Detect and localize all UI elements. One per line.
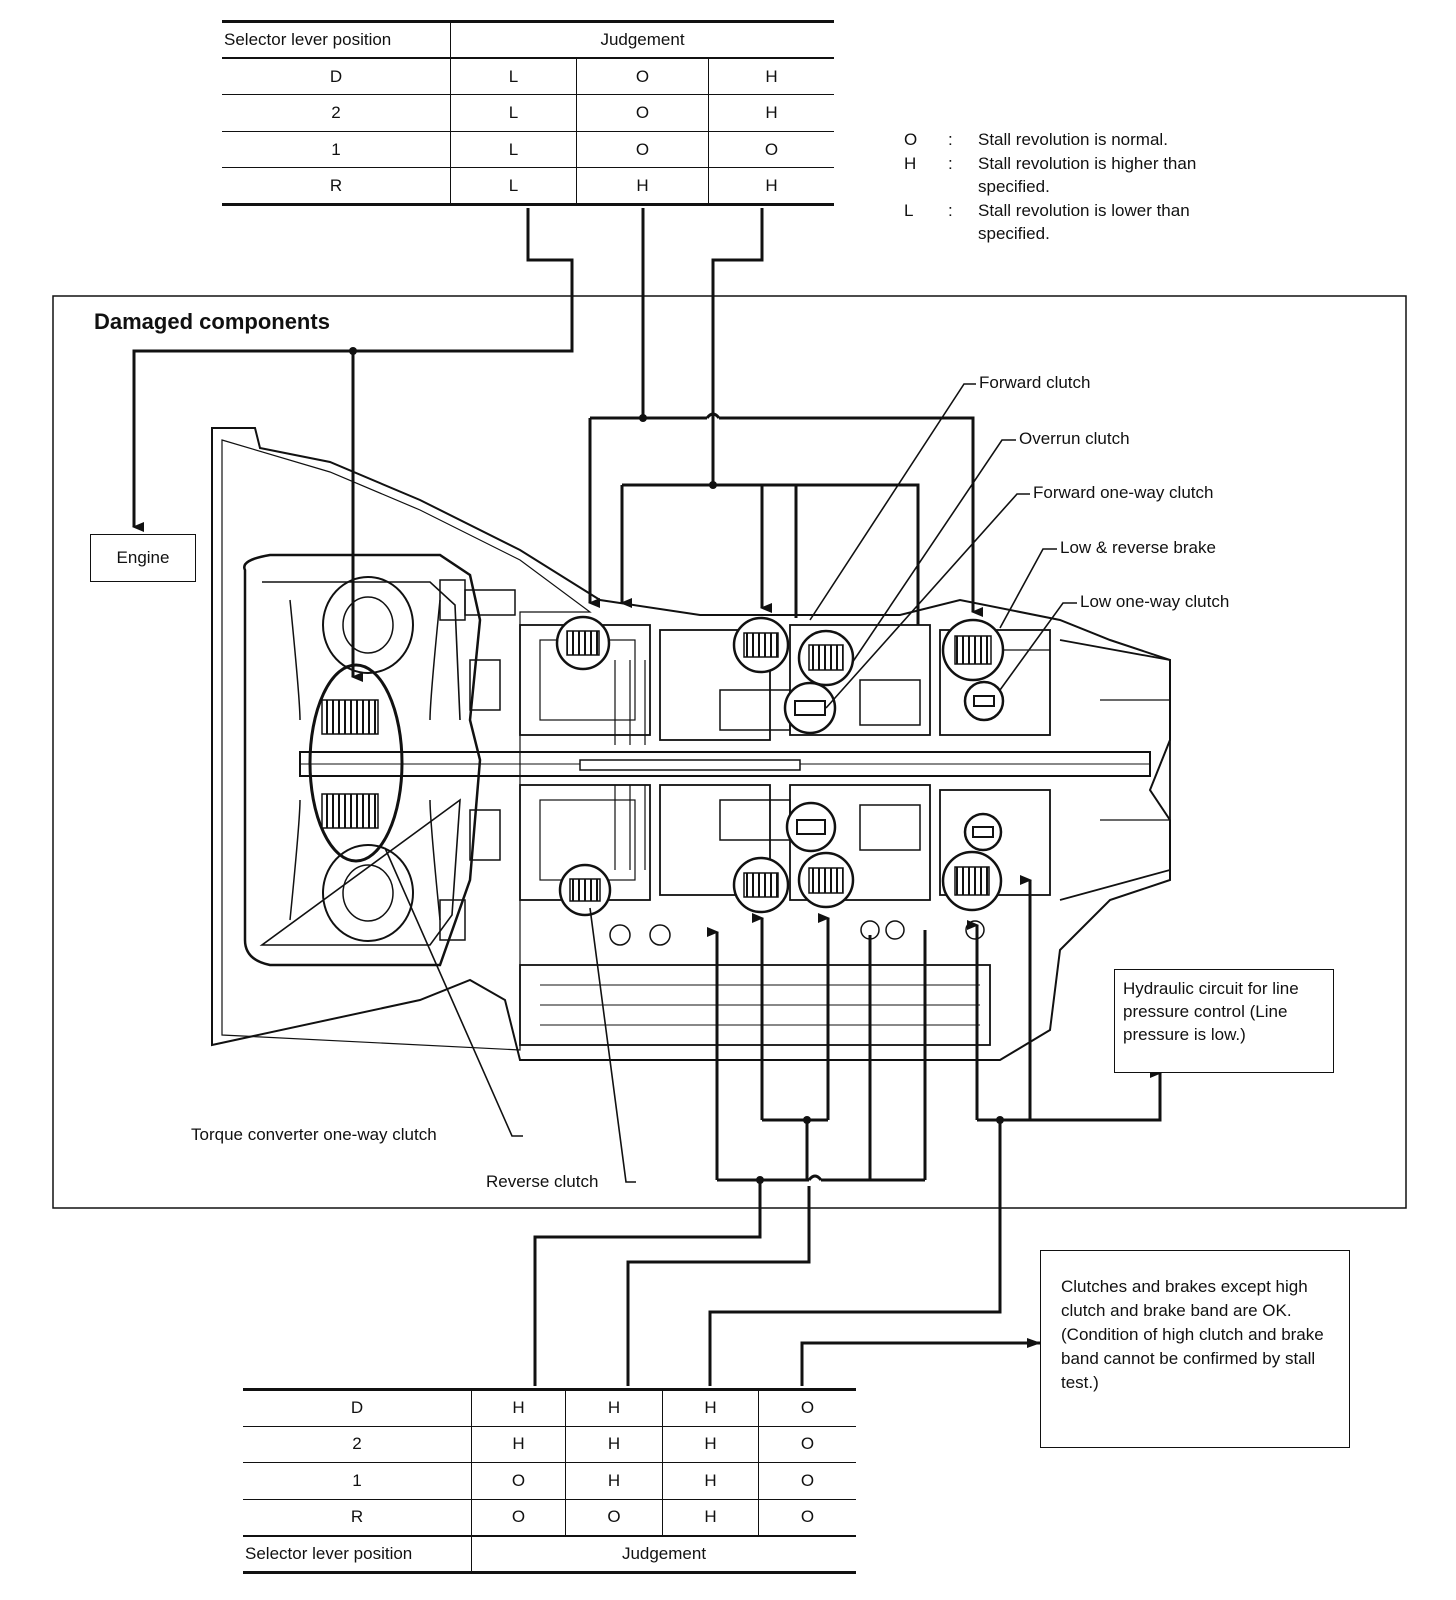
cell: O	[758, 1462, 856, 1500]
forward-clutch-marker-lower	[797, 851, 855, 909]
low-one-way-clutch-marker-lower	[963, 812, 1003, 852]
legend-text: Stall revolution is higher than specifie…	[978, 154, 1197, 196]
high-clutch-marker-lower	[732, 856, 790, 914]
legend-colon: :	[948, 201, 953, 220]
reverse-clutch-marker-lower	[558, 863, 612, 917]
legend-colon: :	[948, 130, 953, 149]
cell: L	[450, 58, 577, 96]
cell: H	[565, 1426, 663, 1464]
row-position: 2	[243, 1426, 472, 1464]
low-reverse-brake-label: Low & reverse brake	[1060, 538, 1216, 557]
legend-symbol: H	[904, 154, 917, 173]
legend-symbol: L	[904, 201, 914, 220]
reverse-clutch-marker-upper	[555, 615, 611, 671]
cell: O	[565, 1499, 663, 1537]
forward-one-way-clutch-marker-lower	[785, 801, 837, 853]
cell: O	[471, 1462, 566, 1500]
legend-colon: :	[948, 154, 953, 173]
judgement-footer: Judgement	[471, 1534, 856, 1574]
row-position: 1	[222, 131, 451, 169]
clutch-markers	[308, 615, 1005, 917]
cell: H	[708, 58, 834, 96]
torque-converter-one-way-clutch-label: Torque converter one-way clutch	[191, 1125, 437, 1144]
cell: H	[662, 1388, 759, 1427]
cell: O	[576, 58, 709, 96]
selector-header: Selector lever position	[222, 20, 451, 60]
damaged-components-title: Damaged components	[94, 309, 330, 334]
cell: H	[471, 1426, 566, 1464]
cell: H	[662, 1462, 759, 1500]
legend-symbol: O	[904, 130, 918, 149]
transmission-cross-section	[211, 427, 1171, 1061]
row-position: R	[243, 1499, 472, 1537]
cell: O	[576, 94, 709, 132]
cell: H	[471, 1388, 566, 1427]
top-connection-lines	[132, 208, 983, 682]
row-position: D	[222, 58, 451, 96]
bottom-judgement-table: D H H H O 2 H H H O 1 O H H O R O O H O …	[243, 1388, 856, 1574]
bottom-connection-lines	[533, 875, 1162, 1386]
forward-one-way-clutch-marker-upper	[783, 681, 837, 735]
note-text: Clutches and brakes except high clutch a…	[1061, 1277, 1324, 1392]
overrun-clutch-label: Overrun clutch	[1019, 429, 1130, 448]
cell: H	[565, 1388, 663, 1427]
row-position: 1	[243, 1462, 472, 1500]
low-reverse-brake-marker-upper	[941, 618, 1005, 682]
legend-item-normal: O : Stall revolution is normal.	[904, 128, 1264, 158]
cell: O	[708, 131, 834, 169]
cell: O	[576, 131, 709, 169]
low-one-way-clutch-marker-upper	[963, 680, 1005, 722]
cell: O	[758, 1388, 856, 1427]
forward-clutch-label: Forward clutch	[979, 373, 1091, 392]
cell: O	[758, 1499, 856, 1537]
hydraulic-circuit-text: Hydraulic circuit for line pressure cont…	[1123, 979, 1299, 1044]
cell: H	[662, 1426, 759, 1464]
legend-item-higher: H : Stall revolution is higher than spec…	[904, 152, 1264, 202]
cell: H	[576, 167, 709, 206]
low-one-way-clutch-label: Low one-way clutch	[1080, 592, 1230, 611]
cell: L	[450, 131, 577, 169]
forward-one-way-clutch-label: Forward one-way clutch	[1033, 483, 1214, 502]
forward-clutch-marker-upper	[797, 629, 855, 687]
row-position: R	[222, 167, 451, 206]
high-clutch-marker-upper	[732, 616, 790, 674]
note-box: Clutches and brakes except high clutch a…	[1040, 1250, 1350, 1448]
torque-converter-one-way-clutch-marker	[308, 663, 404, 863]
engine-box: Engine	[90, 534, 196, 582]
top-judgement-table: Selector lever position Judgement D L O …	[222, 20, 834, 206]
cell: O	[471, 1499, 566, 1537]
cell: H	[708, 167, 834, 206]
cell: L	[450, 94, 577, 132]
reverse-clutch-label: Reverse clutch	[486, 1172, 599, 1191]
cell: H	[708, 94, 834, 132]
cell: O	[758, 1426, 856, 1464]
selector-footer: Selector lever position	[243, 1534, 472, 1574]
engine-label: Engine	[116, 548, 170, 567]
cell: H	[565, 1462, 663, 1500]
low-reverse-brake-marker-lower	[941, 850, 1003, 912]
legend-text: Stall revolution is lower than specified…	[978, 201, 1190, 243]
judgement-header: Judgement	[450, 20, 834, 60]
damaged-components-frame	[52, 295, 1407, 1209]
component-leader-lines	[384, 383, 1077, 1183]
hydraulic-circuit-box: Hydraulic circuit for line pressure cont…	[1114, 969, 1334, 1073]
cell: L	[450, 167, 577, 206]
cell: H	[662, 1499, 759, 1537]
legend-text: Stall revolution is normal.	[978, 130, 1168, 149]
row-position: 2	[222, 94, 451, 132]
row-position: D	[243, 1388, 472, 1427]
legend-item-lower: L : Stall revolution is lower than speci…	[904, 199, 1264, 249]
